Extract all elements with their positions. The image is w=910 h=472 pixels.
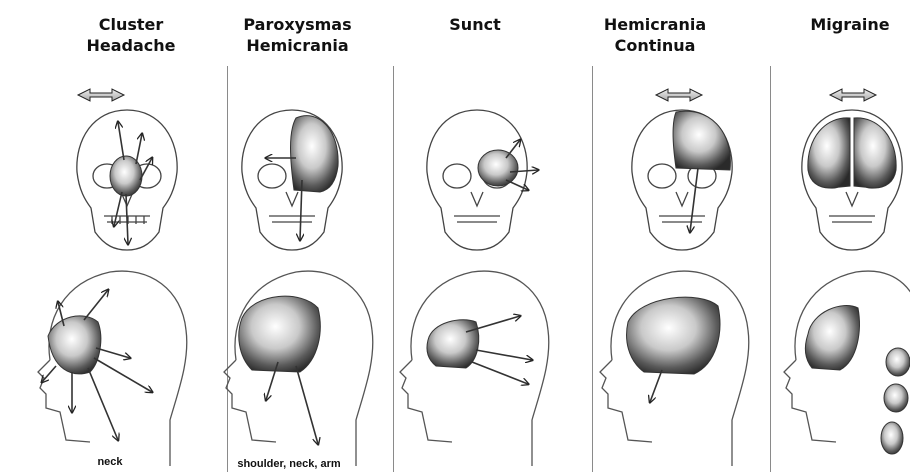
migraine-front-pain (808, 89, 896, 188)
radiation-caption-cluster: neck (60, 456, 160, 468)
continua-side-pain (627, 297, 720, 402)
sunct-front-pain (478, 140, 538, 190)
radiation-caption-paroxysmal: shoulder, neck, arm (228, 458, 350, 470)
cluster-side-pain (42, 290, 152, 440)
paroxysmal-side-pain (239, 296, 320, 444)
migraine-side-pain (805, 306, 910, 454)
sunct-side-pain (427, 316, 532, 384)
head-profile-sunct (400, 271, 549, 466)
paroxysmal-front-pain (266, 116, 338, 240)
